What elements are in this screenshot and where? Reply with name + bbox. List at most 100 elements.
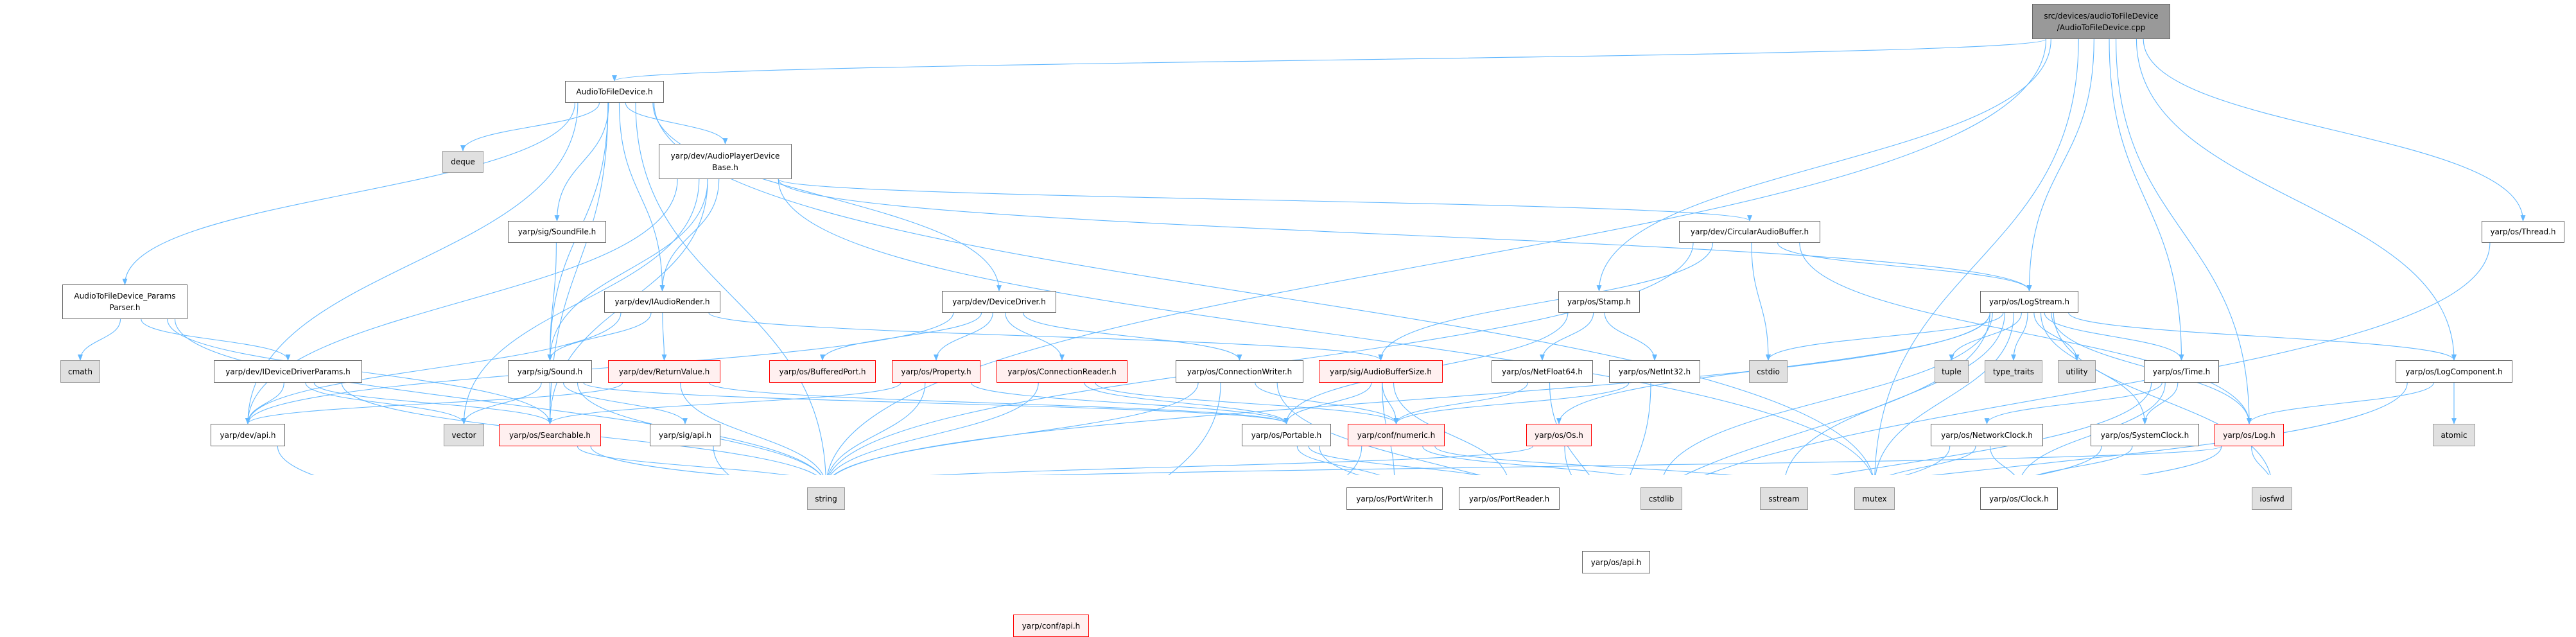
node-devapi[interactable]: yarp/dev/api.h <box>211 424 285 446</box>
edge-log-to-osapi <box>2139 446 2222 475</box>
edge-prop-to-searchable <box>547 382 901 424</box>
node-iar[interactable]: yarp/dev/IAudioRender.h <box>604 291 720 313</box>
node-stamp[interactable]: yarp/os/Stamp.h <box>1558 291 1640 313</box>
edge-stamp-to-nf64 <box>1540 312 1594 361</box>
edge-iar-to-abs <box>708 312 1384 361</box>
node-thread[interactable]: yarp/os/Thread.h <box>2482 221 2564 243</box>
edge-portable-to-osapi <box>1319 446 1360 475</box>
node-soundfile[interactable]: yarp/sig/SoundFile.h <box>508 221 606 243</box>
edge-cw-to-numeric <box>1255 382 1399 424</box>
edge-logstream-to-sstream <box>1785 312 2005 475</box>
edge-cpp-to-mutex <box>1874 39 2079 475</box>
node-os[interactable]: yarp/os/Os.h <box>1526 424 1592 446</box>
edge-cpp-to-string <box>826 39 2047 475</box>
edge-cpp-to-thread <box>2143 39 2526 222</box>
node-numeric[interactable]: yarp/conf/numeric.h <box>1348 424 1445 446</box>
node-nclock[interactable]: yarp/os/NetworkClock.h <box>1931 424 2043 446</box>
node-pp[interactable]: AudioToFileDevice_Params Parser.h <box>62 284 187 319</box>
node-sound[interactable]: yarp/sig/Sound.h <box>508 360 592 383</box>
edge-nf64-to-osapi <box>1549 382 1590 475</box>
node-sclock[interactable]: yarp/os/SystemClock.h <box>2091 424 2199 446</box>
edge-apdb-to-mutex <box>778 179 1872 475</box>
node-cab[interactable]: yarp/dev/CircularAudioBuffer.h <box>1679 221 1820 243</box>
edge-apdb-to-iar <box>659 179 720 292</box>
edge-ath-to-iar <box>618 102 665 292</box>
edge-time-to-osapi <box>1829 382 2152 475</box>
node-pw[interactable]: yarp/os/PortWriter.h <box>1346 487 1443 510</box>
node-string[interactable]: string <box>807 487 845 510</box>
edge-searchable-to-osapi <box>590 446 731 475</box>
edge-apdb-to-logstream <box>778 179 2032 292</box>
node-vector[interactable]: vector <box>444 424 484 446</box>
node-time[interactable]: yarp/os/Time.h <box>2144 360 2219 383</box>
edge-searchable-to-string <box>577 446 790 475</box>
edge-ath-to-apdb <box>625 102 728 144</box>
node-ath[interactable]: AudioToFileDevice.h <box>565 81 664 103</box>
edge-devapi-to-confapi <box>277 446 315 475</box>
edge-pp-to-cmath <box>78 318 121 361</box>
node-dd[interactable]: yarp/dev/DeviceDriver.h <box>942 291 1056 313</box>
node-ni32[interactable]: yarp/os/NetInt32.h <box>1609 360 1700 383</box>
node-logstream[interactable]: yarp/os/LogStream.h <box>1980 291 2078 313</box>
edge-rv-to-string <box>680 382 824 475</box>
node-cw[interactable]: yarp/os/ConnectionWriter.h <box>1176 360 1303 383</box>
node-cstdio[interactable]: cstdio <box>1749 360 1788 383</box>
edge-time-to-sclock <box>2142 382 2179 424</box>
edge-rv-to-devapi <box>245 382 623 424</box>
node-rv[interactable]: yarp/dev/ReturnValue.h <box>608 360 720 383</box>
node-atomic[interactable]: atomic <box>2433 424 2475 446</box>
edge-cpp-to-time <box>2109 39 2184 361</box>
node-utility[interactable]: utility <box>2058 360 2096 383</box>
edge-apdb-to-cab <box>778 179 1752 222</box>
node-mutex[interactable]: mutex <box>1854 487 1895 510</box>
edge-iar-to-rv <box>661 312 667 361</box>
edge-cw-to-osapi <box>1276 382 1481 475</box>
node-logcomp[interactable]: yarp/os/LogComponent.h <box>2396 360 2512 383</box>
edge-nclock-to-mutex <box>1889 446 1976 475</box>
edge-thread-to-osapi <box>1704 242 2491 475</box>
node-confapi[interactable]: yarp/conf/api.h <box>1013 615 1089 637</box>
node-searchable[interactable]: yarp/os/Searchable.h <box>499 424 601 446</box>
node-bp[interactable]: yarp/os/BufferedPort.h <box>769 360 876 383</box>
node-deque[interactable]: deque <box>442 151 483 173</box>
edge-cw-to-string <box>833 382 1199 475</box>
node-abs[interactable]: yarp/sig/AudioBufferSize.h <box>1319 360 1443 383</box>
edge-nf64-to-numeric <box>1393 382 1528 424</box>
dependency-edges <box>78 39 2526 475</box>
edge-ath-to-mutex <box>654 102 1874 475</box>
node-pr[interactable]: yarp/os/PortReader.h <box>1459 487 1560 510</box>
node-portable[interactable]: yarp/os/Portable.h <box>1242 424 1331 446</box>
edge-os-to-osapi <box>1564 446 1572 475</box>
edge-cpp-to-ath <box>612 39 2047 82</box>
edge-iar-to-sound <box>547 312 652 361</box>
node-nf64[interactable]: yarp/os/NetFloat64.h <box>1492 360 1593 383</box>
edge-log-to-string <box>1030 446 2222 475</box>
node-iosfwd[interactable]: iosfwd <box>2252 487 2292 510</box>
node-iddp[interactable]: yarp/dev/IDeviceDriverParams.h <box>214 360 362 383</box>
node-osapi[interactable]: yarp/os/api.h <box>1582 551 1650 573</box>
node-sigapi[interactable]: yarp/sig/api.h <box>650 424 720 446</box>
edge-ni32-to-numeric <box>1393 382 1630 424</box>
node-apdb[interactable]: yarp/dev/AudioPlayerDevice Base.h <box>659 144 792 179</box>
node-log[interactable]: yarp/os/Log.h <box>2215 424 2284 446</box>
node-sstream[interactable]: sstream <box>1760 487 1808 510</box>
edge-cpp-to-logstream <box>2026 39 2094 292</box>
node-cr[interactable]: yarp/os/ConnectionReader.h <box>996 360 1127 383</box>
edge-prop-to-portable <box>971 382 1289 424</box>
node-tuple[interactable]: tuple <box>1935 360 1969 383</box>
edge-sclock-to-clock <box>2035 446 2133 475</box>
edge-sound-to-sigapi <box>563 382 688 424</box>
node-cpp[interactable]: src/devices/audioToFileDevice /AudioToFi… <box>2032 4 2170 39</box>
edge-sclock-to-osapi <box>2035 446 2102 475</box>
node-cstdlib[interactable]: cstdlib <box>1640 487 1682 510</box>
node-prop[interactable]: yarp/os/Property.h <box>892 360 980 383</box>
edge-time-to-nclock <box>1984 382 2163 424</box>
edge-prop-to-string <box>828 382 926 475</box>
node-clock[interactable]: yarp/os/Clock.h <box>1980 487 2058 510</box>
edge-cab-to-logstream <box>1777 242 2032 292</box>
edge-iar-to-devapi <box>245 312 622 424</box>
node-cmath[interactable]: cmath <box>60 360 100 383</box>
edge-rv-to-portable <box>708 382 1289 424</box>
node-tt[interactable]: type_traits <box>1985 360 2042 383</box>
edge-cab-to-abs <box>1378 242 1714 361</box>
